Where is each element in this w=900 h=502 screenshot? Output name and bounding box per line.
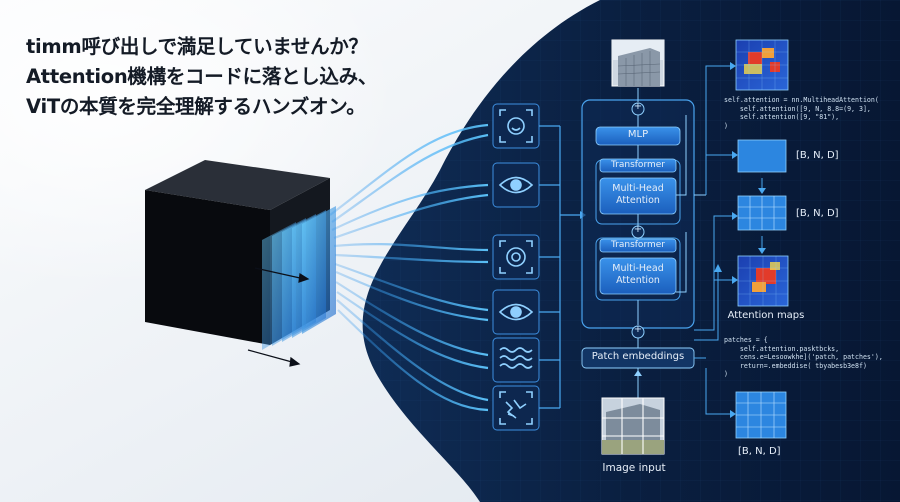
output-building-thumbnail: [611, 39, 665, 87]
residual-add-node: [631, 102, 645, 116]
plus-symbol-top: +: [633, 101, 643, 112]
input-building-thumbnail: [601, 397, 665, 455]
residual-add-node: [631, 225, 645, 239]
shape-label-2: [B, N, D]: [796, 208, 839, 219]
headline-line-3: ViTの本質を完全理解するハンズオン。: [26, 95, 366, 118]
attention-lower-label: Multi-Head Attention: [600, 263, 676, 287]
code-line: return=.embeddise( tbyabesb3e8f): [724, 361, 867, 370]
code-line: ): [724, 121, 728, 130]
attention-upper-label: Multi-Head Attention: [600, 183, 676, 207]
tensor-block-3: [735, 391, 787, 439]
attention-upper-line-2: Attention: [616, 195, 660, 206]
code-line: patches = {: [724, 336, 768, 344]
tensor-block-2: [737, 195, 787, 231]
image-input-label: Image input: [602, 462, 666, 474]
headline-line-2: Attention機構をコードに落とし込み、: [26, 65, 378, 88]
right-arrowheads: [714, 62, 766, 418]
tensor-block-1: [737, 139, 787, 173]
patch-embeddings-label: Patch embeddings: [591, 351, 685, 362]
shape-label-1: [B, N, D]: [796, 150, 839, 161]
attention-lower-line-1: Multi-Head: [612, 263, 664, 274]
code-line: cens.e=Lesoowkhe]('patch, patches'),: [724, 353, 883, 362]
residual-add-node: [631, 325, 645, 339]
attention-maps-label: Attention maps: [727, 310, 805, 321]
icon-connectors: [539, 125, 586, 409]
shape-label-3: [B, N, D]: [738, 446, 781, 457]
attention-heatmap-bottom: [737, 255, 789, 307]
attention-lower-box: [599, 257, 677, 295]
plus-symbol-bottom: +: [633, 324, 643, 335]
target-scan-icon: [499, 240, 533, 274]
code-line: ): [724, 370, 728, 379]
mlp-label: MLP: [627, 129, 649, 140]
attention-code-snippet: self.attention = nn.MultiheadAttention( …: [724, 96, 879, 130]
plus-symbol-middle: +: [633, 224, 643, 235]
wave-pattern-icon: [499, 347, 533, 369]
noise-pattern-icon: [499, 391, 533, 425]
code-line: self.attention([9, "81"),: [724, 113, 840, 122]
attention-upper-line-1: Multi-Head: [612, 183, 664, 194]
code-line: self.attention([9, N, 8.8=(9, 3],: [724, 104, 871, 113]
patches-code-snippet: patches = { self.attention.pasktbcks, ce…: [724, 336, 883, 379]
eye-icon: [498, 176, 534, 194]
right-connectors: [694, 65, 763, 415]
feature-icon-column: [492, 103, 540, 431]
code-line: self.attention.pasktbcks,: [724, 344, 840, 353]
transformer-lower-label: Transformer: [610, 240, 665, 250]
projection-rays: [329, 123, 489, 412]
input-arrows: [247, 267, 310, 367]
headline: timm呼び出しで満足していませんか？ Attention機構をコードに落とし込…: [26, 32, 446, 122]
headline-line-1: timm呼び出しで満足していませんか？: [26, 35, 368, 58]
attention-heatmap-top: [735, 39, 789, 91]
face-scan-icon: [499, 109, 533, 143]
eye-icon: [498, 303, 534, 321]
code-line: self.attention = nn.MultiheadAttention(: [724, 96, 879, 104]
attention-lower-line-2: Attention: [616, 275, 660, 286]
transformer-upper-label: Transformer: [610, 160, 665, 170]
